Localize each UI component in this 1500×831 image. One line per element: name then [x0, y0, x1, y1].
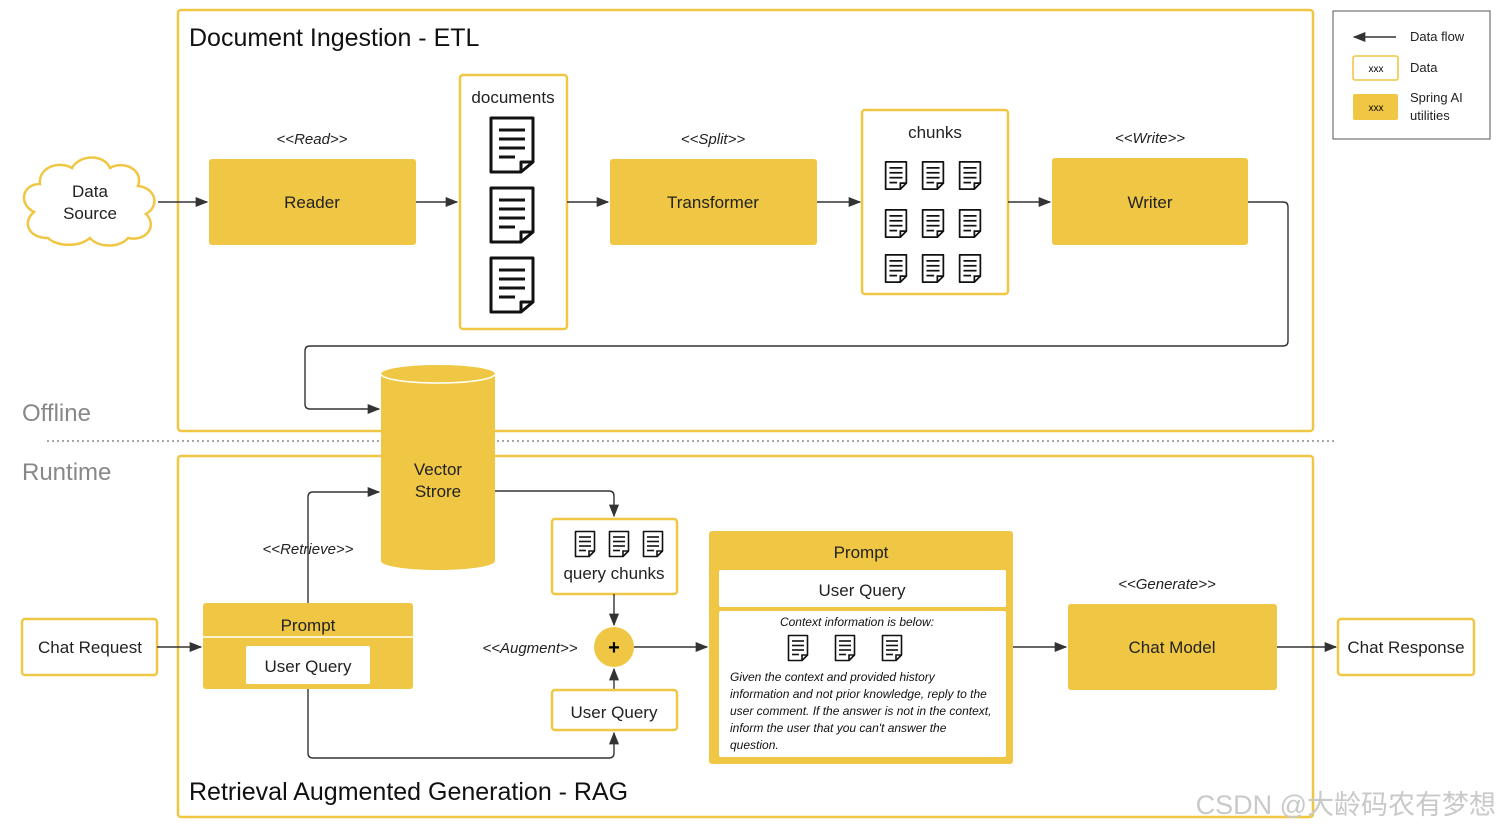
- chat-request-label: Chat Request: [38, 638, 142, 657]
- data-source-line1: Data: [72, 182, 108, 201]
- context-header: Context information is below:: [780, 615, 934, 629]
- context-body-line: information and not prior knowledge, rep…: [730, 687, 987, 701]
- read-stereotype: <<Read>>: [277, 131, 348, 148]
- vector-store-line1: Vector: [414, 460, 463, 479]
- vector-store-line2: Strore: [415, 482, 461, 501]
- augment-stereotype: <<Augment>>: [482, 640, 577, 657]
- chunk-icon: [884, 160, 908, 191]
- chunks-label: chunks: [908, 123, 962, 142]
- documents-label: documents: [471, 88, 554, 107]
- chat-model-box: [1068, 604, 1277, 690]
- chunk-icon: [958, 160, 982, 191]
- context-body-line: Given the context and provided history: [730, 670, 936, 684]
- generate-stereotype: <<Generate>>: [1118, 576, 1216, 593]
- chat-response-box: [1336, 617, 1476, 677]
- split-stereotype: <<Split>>: [681, 131, 745, 148]
- arrow-prompt-to-user-query: [307, 689, 620, 759]
- transformer-label: Transformer: [667, 193, 759, 212]
- writer-label: Writer: [1127, 193, 1172, 212]
- etl-section-frame: [176, 8, 1315, 433]
- augment-plus: +: [608, 637, 620, 659]
- context-chunk-icon: [834, 634, 856, 662]
- user-query-left-label: User Query: [265, 657, 352, 676]
- legend-utilities-line2: utilities: [1410, 108, 1450, 123]
- prompt-left-title: Prompt: [281, 616, 336, 635]
- reader-box: [209, 159, 416, 245]
- data-source-cloud: Data Source: [22, 156, 156, 247]
- arrow-vector-store-to-query-chunks: [495, 490, 620, 518]
- rag-section-title: Retrieval Augmented Generation - RAG: [189, 778, 628, 806]
- arrow-prompt-to-vector-store: [307, 486, 381, 603]
- user-query-big-box: [719, 570, 1006, 607]
- query-chunk-icon: [608, 530, 630, 558]
- legend-data-flow-label: Data flow: [1410, 29, 1465, 44]
- user-query-left-box: [246, 646, 370, 684]
- document-icon: [489, 116, 535, 174]
- user-query-mid-box: [550, 688, 679, 732]
- etl-section-title: Document Ingestion - ETL: [189, 24, 480, 52]
- context-body-line: user comment. If the answer is not in th…: [730, 704, 991, 718]
- legend: Data flow xxx Data xxx Spring AI utiliti…: [1332, 10, 1491, 140]
- legend-utilities-line1: Spring AI: [1410, 90, 1463, 105]
- legend-utility-swatch: [1353, 94, 1398, 120]
- document-icon: [489, 256, 535, 314]
- context-body-line: inform the user that you can't answer th…: [730, 721, 947, 735]
- reader-label: Reader: [284, 193, 340, 212]
- chat-response-label: Chat Response: [1347, 638, 1464, 657]
- query-chunk-icon: [574, 530, 596, 558]
- offline-label: Offline: [22, 400, 91, 427]
- augment-node: [594, 627, 634, 667]
- legend-data-label: Data: [1410, 60, 1438, 75]
- runtime-label: Runtime: [22, 459, 111, 486]
- context-box: [719, 611, 1006, 757]
- context-chunk-icon: [881, 634, 903, 662]
- legend-utility-sample: xxx: [1369, 103, 1384, 114]
- legend-data-sample: xxx: [1369, 64, 1384, 75]
- chunk-icon: [958, 253, 982, 284]
- context-chunk-icon: [787, 634, 809, 662]
- legend-data-swatch: [1352, 55, 1399, 81]
- chunk-icon: [884, 208, 908, 239]
- chunk-icon: [921, 253, 945, 284]
- chunk-icon: [884, 253, 908, 284]
- chunk-icon: [921, 208, 945, 239]
- data-source-line2: Source: [63, 204, 117, 223]
- document-icon: [489, 186, 535, 244]
- chunk-icon: [921, 160, 945, 191]
- arrow-writer-to-vector-store: [304, 201, 1289, 415]
- chat-model-label: Chat Model: [1129, 638, 1216, 657]
- writer-box: [1052, 158, 1248, 245]
- prompt-big-title: Prompt: [834, 543, 889, 562]
- vector-store-cylinder: Vector Strore: [380, 365, 496, 570]
- transformer-box: [610, 159, 817, 245]
- query-chunk-icon: [642, 530, 664, 558]
- write-stereotype: <<Write>>: [1115, 130, 1185, 147]
- query-chunks-label: query chunks: [563, 564, 664, 583]
- user-query-big-label: User Query: [819, 581, 906, 600]
- watermark: CSDN @大龄码农有梦想: [1196, 790, 1496, 820]
- chunk-icon: [958, 208, 982, 239]
- rag-section-frame: [176, 454, 1315, 819]
- user-query-mid-label: User Query: [571, 703, 658, 722]
- context-body-line: question.: [730, 738, 779, 752]
